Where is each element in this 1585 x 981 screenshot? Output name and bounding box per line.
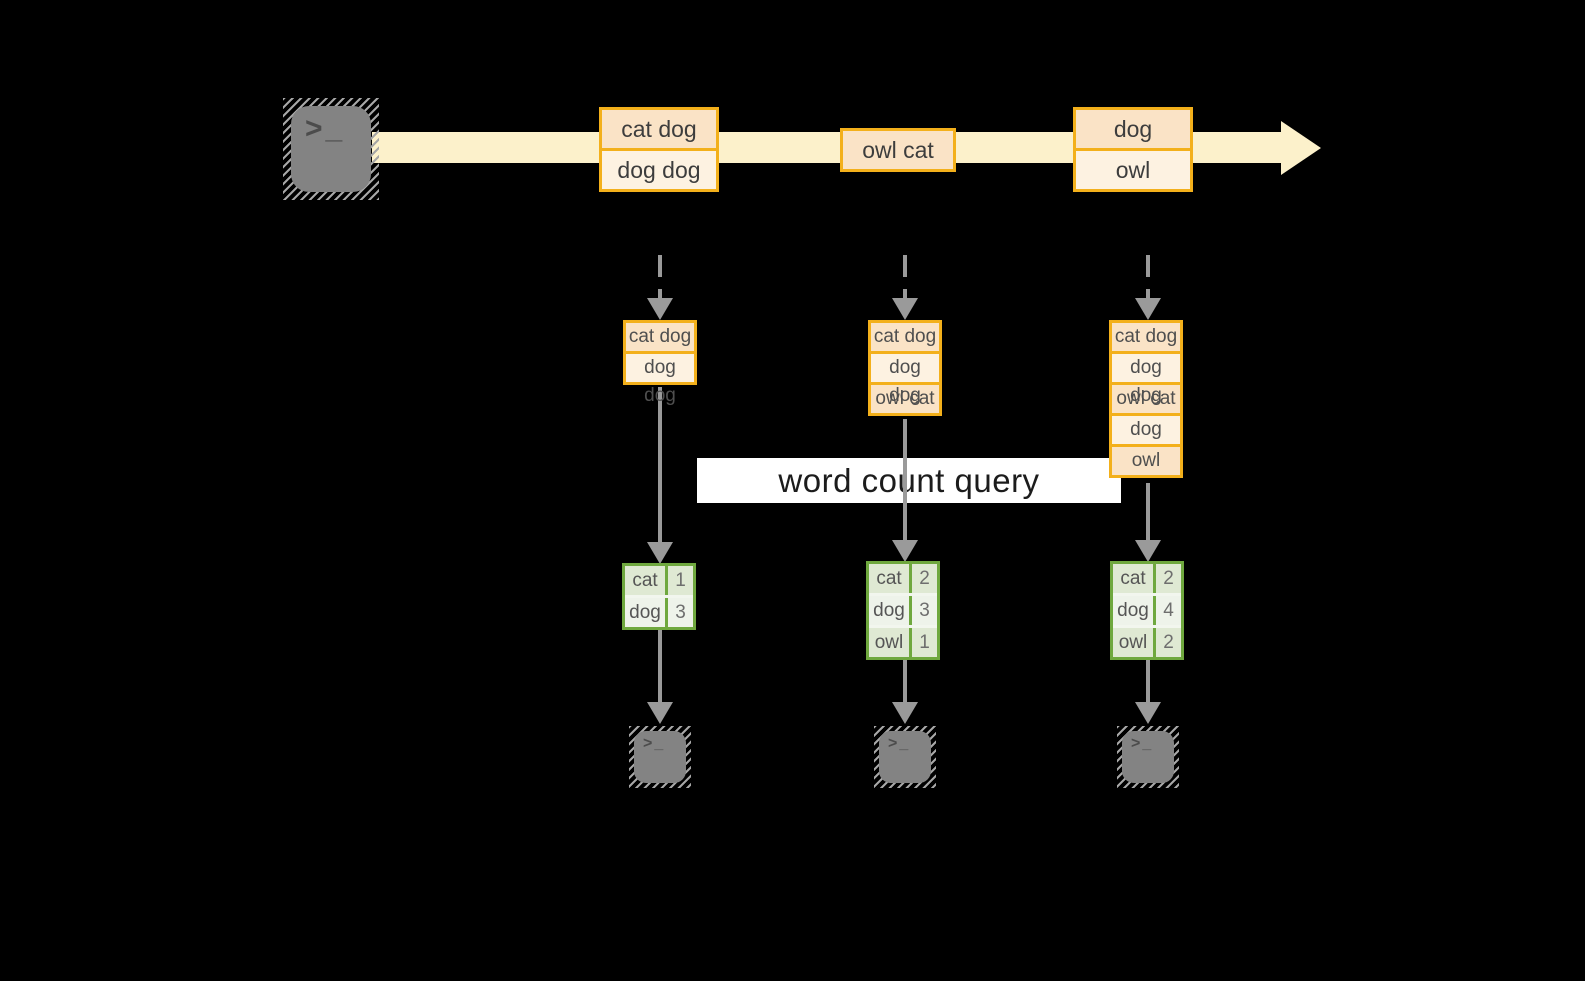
- count-table-1: cat 1 dog 3: [622, 563, 696, 630]
- arrow-line: [903, 419, 907, 544]
- count-word: dog: [1113, 596, 1156, 625]
- count-word: cat: [869, 564, 912, 593]
- count-value: 2: [1156, 628, 1181, 657]
- count-row: cat 2: [869, 564, 937, 593]
- count-word: dog: [625, 598, 668, 627]
- count-value: 2: [1156, 564, 1181, 593]
- sink-terminal-icon-1: >_: [629, 726, 691, 788]
- count-table-3: cat 2 dog 4 owl 2: [1110, 561, 1184, 660]
- stream-message-box-2: owl cat: [840, 128, 956, 172]
- buffer-row: owl cat: [871, 382, 939, 413]
- arrowhead-icon: [1135, 702, 1161, 724]
- arrowhead-icon: [647, 542, 673, 564]
- buffer-row: dog dog: [871, 351, 939, 406]
- count-word: owl: [869, 628, 912, 657]
- arrow-line: [1146, 659, 1150, 703]
- count-value: 4: [1156, 596, 1181, 625]
- buffer-row: dog: [1112, 413, 1180, 444]
- source-terminal-icon: >_: [283, 98, 379, 200]
- arrowhead-icon: [892, 702, 918, 724]
- message-buffer-2: cat dog dog dog owl cat: [868, 320, 942, 416]
- arrowhead-icon: [1135, 298, 1161, 320]
- stream-message-box-1: cat dog dog dog: [599, 107, 719, 192]
- stream-message: owl: [1076, 148, 1190, 189]
- count-row: cat 1: [625, 566, 693, 595]
- count-value: 3: [668, 598, 693, 627]
- stream-arrowhead-icon: [1281, 121, 1321, 175]
- count-row: owl 2: [1113, 625, 1181, 657]
- prompt-icon: >_: [643, 735, 666, 752]
- count-row: owl 1: [869, 625, 937, 657]
- sink-terminal-icon-3: >_: [1117, 726, 1179, 788]
- arrowhead-icon: [892, 298, 918, 320]
- buffer-row: dog dog: [1112, 351, 1180, 406]
- count-value: 2: [912, 564, 937, 593]
- buffer-row: cat dog: [871, 323, 939, 351]
- stream-message: dog dog: [602, 148, 716, 189]
- dashed-arrow-line: [903, 255, 907, 299]
- count-value: 3: [912, 596, 937, 625]
- stream-message-box-3: dog owl: [1073, 107, 1193, 192]
- query-label: word count query: [697, 458, 1121, 503]
- count-value: 1: [912, 628, 937, 657]
- stream-message: cat dog: [602, 110, 716, 148]
- buffer-row: owl cat: [1112, 382, 1180, 413]
- buffer-row: owl: [1112, 444, 1180, 475]
- arrow-line: [658, 387, 662, 544]
- terminal-screen: >_: [291, 106, 371, 192]
- message-buffer-1: cat dog dog dog: [623, 320, 697, 406]
- count-row: cat 2: [1113, 564, 1181, 593]
- arrow-line: [1146, 483, 1150, 544]
- prompt-icon: >_: [888, 735, 911, 752]
- arrowhead-icon: [647, 702, 673, 724]
- terminal-screen: >_: [879, 731, 931, 783]
- terminal-screen: >_: [634, 731, 686, 783]
- stream-message: owl cat: [843, 131, 953, 169]
- sink-terminal-icon-2: >_: [874, 726, 936, 788]
- dashed-arrow-line: [1146, 255, 1150, 299]
- count-word: cat: [625, 566, 668, 595]
- message-buffer-3: cat dog dog dog owl cat dog owl: [1109, 320, 1183, 478]
- buffer-row: cat dog: [1112, 323, 1180, 351]
- arrowhead-icon: [647, 298, 673, 320]
- count-row: dog 3: [625, 595, 693, 627]
- arrow-line: [658, 629, 662, 703]
- arrowhead-icon: [892, 540, 918, 562]
- buffer-row: dog dog: [626, 351, 694, 406]
- dashed-arrow-line: [658, 255, 662, 299]
- arrowhead-icon: [1135, 540, 1161, 562]
- stream-message: dog: [1076, 110, 1190, 148]
- terminal-screen: >_: [1122, 731, 1174, 783]
- count-row: dog 4: [1113, 593, 1181, 625]
- count-value: 1: [668, 566, 693, 595]
- arrow-line: [903, 659, 907, 703]
- count-word: owl: [1113, 628, 1156, 657]
- count-table-2: cat 2 dog 3 owl 1: [866, 561, 940, 660]
- prompt-icon: >_: [305, 112, 346, 145]
- count-row: dog 3: [869, 593, 937, 625]
- buffer-row: cat dog: [626, 323, 694, 351]
- count-word: dog: [869, 596, 912, 625]
- count-word: cat: [1113, 564, 1156, 593]
- prompt-icon: >_: [1131, 735, 1154, 752]
